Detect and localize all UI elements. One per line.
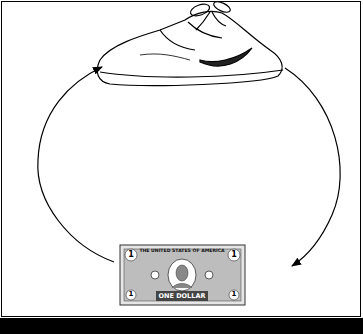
cycle-arrow <box>285 68 340 266</box>
bottom-bar <box>0 318 363 334</box>
dollar-bill <box>120 245 245 305</box>
bill-heading: THE UNITED STATES OF AMERICA <box>137 249 227 254</box>
cycle-arrow <box>38 67 114 262</box>
corner-numeral: 1 <box>126 291 136 298</box>
corner-numeral: 1 <box>229 291 239 298</box>
frame <box>2 2 361 317</box>
corner-numeral: 1 <box>126 251 136 259</box>
bill-denomination: ONE DOLLAR <box>156 293 208 300</box>
sneaker-drawing <box>97 0 283 86</box>
corner-numeral: 1 <box>229 251 239 259</box>
